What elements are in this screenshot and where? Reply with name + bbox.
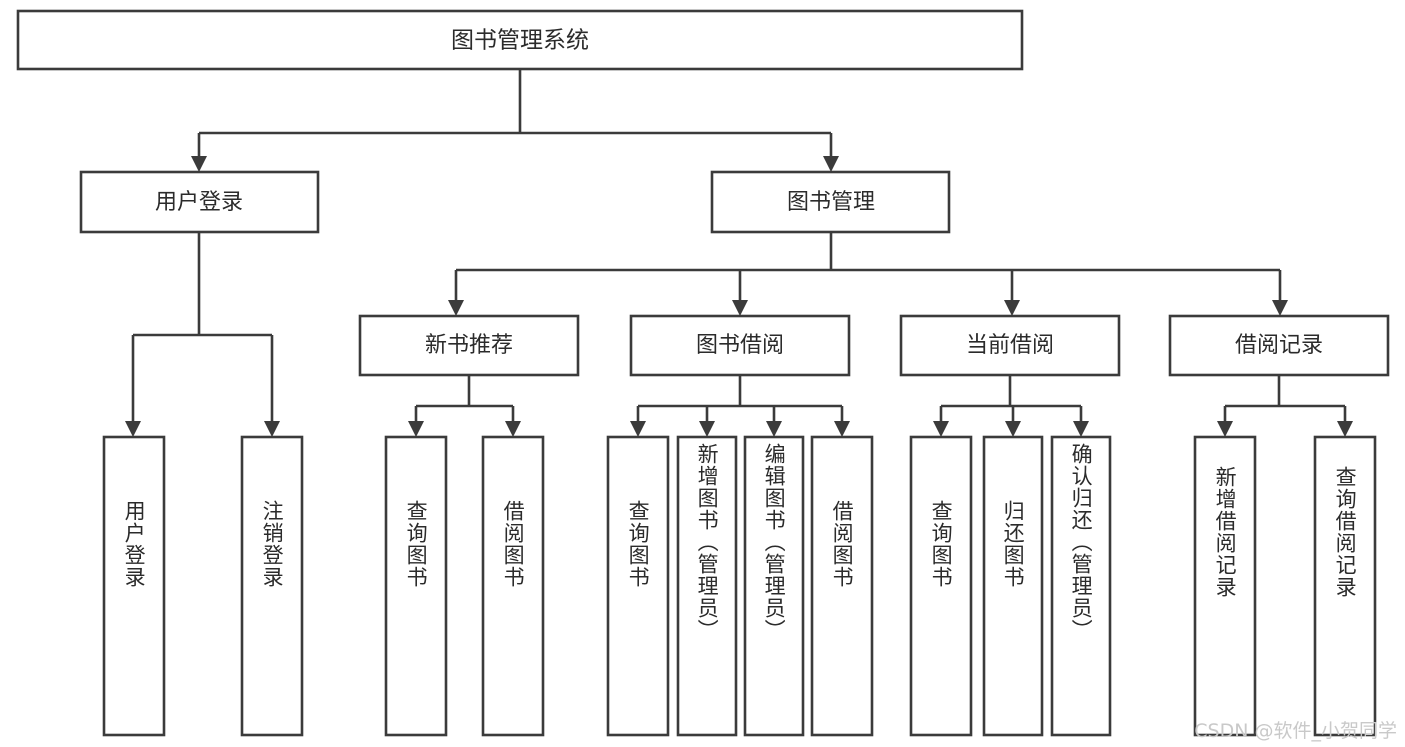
- arrow-head-new-book-recommend: [448, 300, 464, 316]
- leaf-box-query-book-2[interactable]: [606, 435, 670, 737]
- node-label-root: 图书管理系统: [451, 28, 589, 54]
- leaf-label-confirm-return: 确认归还（管理员）: [1069, 443, 1094, 641]
- leaf-label-add-book: 新增图书（管理员）: [695, 443, 720, 641]
- node-label-borrow-record: 借阅记录: [1235, 333, 1323, 358]
- leaf-box-user-login[interactable]: [102, 435, 166, 737]
- arrow-head-leaf-query-book-1: [408, 421, 424, 437]
- arrow-head-leaf-add-record: [1217, 421, 1233, 437]
- edge-root-to-level2: [191, 69, 839, 172]
- leaf-box-add-record[interactable]: [1193, 435, 1257, 737]
- arrow-head-current-borrow: [1004, 300, 1020, 316]
- leaf-label-borrow-book-1: 借阅图书: [501, 500, 526, 588]
- leaf-box-logout[interactable]: [240, 435, 304, 737]
- node-box-root[interactable]: [16, 9, 1024, 71]
- arrow-head-leaf-logout: [264, 421, 280, 437]
- arrow-head-leaf-borrow-book-1: [505, 421, 521, 437]
- arrow-head-leaf-borrow-book-2: [834, 421, 850, 437]
- edge-borrow-record-to-leaves: [1217, 375, 1353, 437]
- edge-user-login-to-leaves: [125, 232, 280, 437]
- arrow-head-user-login: [191, 156, 207, 172]
- node-box-current-borrow[interactable]: [899, 314, 1121, 377]
- edge-current-borrow-to-leaves: [933, 375, 1089, 437]
- leaf-label-query-book-3: 查询图书: [929, 500, 954, 588]
- arrow-head-leaf-user-login: [125, 421, 141, 437]
- leaf-box-confirm-return[interactable]: [1050, 435, 1112, 737]
- leaf-box-add-book[interactable]: [676, 435, 738, 737]
- leaf-label-query-book-2: 查询图书: [626, 500, 651, 588]
- leaf-box-return-book[interactable]: [982, 435, 1044, 737]
- arrow-head-leaf-add-book: [699, 421, 715, 437]
- node-label-user-login: 用户登录: [155, 190, 243, 215]
- watermark-text: CSDN @软件_小贺同学: [1194, 720, 1397, 742]
- leaf-label-user-login: 用户登录: [122, 500, 147, 588]
- leaf-box-borrow-book-1[interactable]: [481, 435, 545, 737]
- edge-book-management-to-level3: [448, 232, 1288, 316]
- arrow-head-leaf-return-book: [1005, 421, 1021, 437]
- arrow-head-book-borrow: [732, 300, 748, 316]
- node-box-user-login[interactable]: [79, 170, 320, 234]
- leaf-box-borrow-book-2[interactable]: [810, 435, 874, 737]
- node-label-book-management: 图书管理: [787, 190, 875, 215]
- leaf-box-query-record[interactable]: [1313, 435, 1377, 737]
- arrow-head-leaf-confirm-return: [1073, 421, 1089, 437]
- leaf-label-add-record: 新增借阅记录: [1213, 466, 1238, 598]
- edge-new-book-recommend-to-leaves: [408, 375, 521, 437]
- leaf-label-return-book: 归还图书: [1001, 500, 1026, 588]
- node-label-new-book-recommend: 新书推荐: [425, 333, 513, 358]
- arrow-head-leaf-query-record: [1337, 421, 1353, 437]
- arrow-head-borrow-record: [1272, 300, 1288, 316]
- arrow-head-leaf-query-book-3: [933, 421, 949, 437]
- leaf-label-query-book-1: 查询图书: [404, 500, 429, 588]
- arrow-head-leaf-query-book-2: [630, 421, 646, 437]
- arrow-head-book-management: [823, 156, 839, 172]
- leaf-label-edit-book: 编辑图书（管理员）: [762, 443, 787, 641]
- node-box-new-book-recommend[interactable]: [358, 314, 580, 377]
- leaf-label-borrow-book-2: 借阅图书: [830, 500, 855, 588]
- arrow-head-leaf-edit-book: [766, 421, 782, 437]
- leaf-box-query-book-1[interactable]: [384, 435, 448, 737]
- node-label-book-borrow: 图书借阅: [696, 333, 784, 358]
- edge-book-borrow-to-leaves: [630, 375, 850, 437]
- leaf-label-query-record: 查询借阅记录: [1333, 466, 1358, 598]
- leaf-label-logout: 注销登录: [260, 500, 285, 588]
- node-label-current-borrow: 当前借阅: [966, 333, 1054, 358]
- leaf-box-query-book-3[interactable]: [909, 435, 973, 737]
